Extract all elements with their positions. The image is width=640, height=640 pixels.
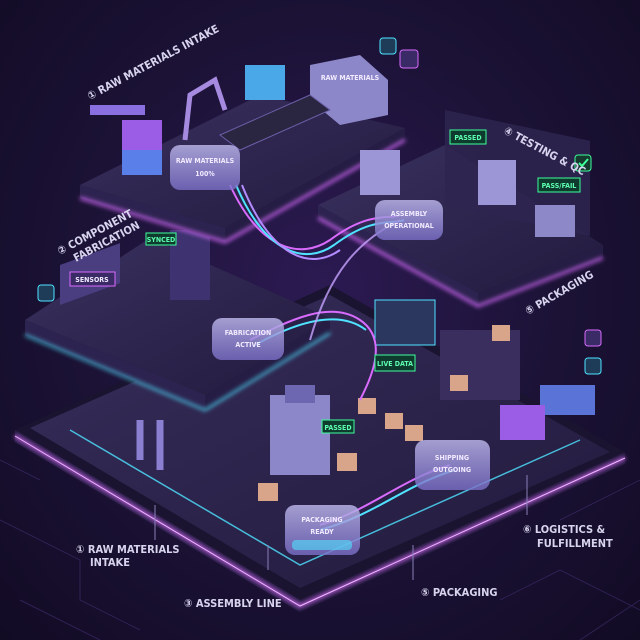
robot-arm-icon xyxy=(182,76,228,141)
screen-text: SYNCED xyxy=(147,236,176,244)
box-icon xyxy=(258,325,510,501)
screen-text: LIVE DATA xyxy=(377,360,413,368)
live-data-chart-screen xyxy=(374,299,436,346)
pod-packaging: PACKAGING READY xyxy=(285,505,360,555)
screen-passed-top: PASSED xyxy=(449,129,487,145)
label-raw-materials-intake-bottom-2: INTAKE xyxy=(90,556,130,569)
truck-icon xyxy=(540,385,595,415)
truck-icon xyxy=(584,357,602,375)
screen-text: PASSED xyxy=(324,424,351,432)
screen-text: PASSED xyxy=(454,134,481,142)
container-icon xyxy=(122,120,162,175)
pod-text: OPERATIONAL xyxy=(384,222,434,230)
circuit-background xyxy=(0,459,640,640)
screen-synced: SYNCED xyxy=(145,232,177,246)
cart-icon xyxy=(584,329,602,347)
pod-assembly: ASSEMBLY OPERATIONAL xyxy=(375,200,443,240)
testing-platform xyxy=(317,110,604,308)
pod-raw-materials: RAW MATERIALS 100% xyxy=(170,145,240,190)
pod-fabrication: FABRICATION ACTIVE xyxy=(212,318,284,360)
label-logistics-2: FULFILLMENT xyxy=(537,537,613,550)
pod-text: RAW MATERIALS xyxy=(176,157,235,165)
lower-machinery xyxy=(136,299,595,501)
pod-text: ASSEMBLY xyxy=(391,210,428,218)
raw-materials-building-label: RAW MATERIALS xyxy=(321,74,380,82)
pod-text: SHIPPING xyxy=(435,454,469,462)
pod-shipping: SHIPPING OUTGOING xyxy=(415,440,490,490)
label-logistics: ⑥ LOGISTICS & xyxy=(523,523,606,536)
pod-text: READY xyxy=(310,528,334,536)
screen-text: PASS/FAIL xyxy=(542,182,577,190)
pod-text: PACKAGING xyxy=(301,516,342,524)
chip-icon xyxy=(37,284,55,302)
tools-icon xyxy=(399,49,419,69)
pod-text: ACTIVE xyxy=(235,341,260,349)
screen-passed-bottom: PASSED xyxy=(321,419,355,434)
container-icon xyxy=(245,65,285,100)
screen-sensors: SENSORS xyxy=(69,271,116,287)
label-packaging-bottom: ⑤ PACKAGING xyxy=(421,586,498,599)
label-raw-materials-intake-bottom: ① RAW MATERIALS xyxy=(76,543,180,556)
pod-text: FABRICATION xyxy=(225,329,272,337)
pod-value: 100% xyxy=(195,170,215,178)
screen-pass-fail: PASS/FAIL xyxy=(537,177,581,193)
pod-text: OUTGOING xyxy=(433,466,471,474)
conveyor-icon xyxy=(219,94,331,151)
check-icon xyxy=(574,154,592,172)
screen-text: SENSORS xyxy=(75,276,109,284)
chip-icon xyxy=(379,37,397,55)
label-assembly-line: ③ ASSEMBLY LINE xyxy=(184,597,282,610)
truck-icon xyxy=(500,405,545,440)
raw-materials-building xyxy=(310,55,388,125)
screen-live-data: LIVE DATA xyxy=(374,354,416,372)
